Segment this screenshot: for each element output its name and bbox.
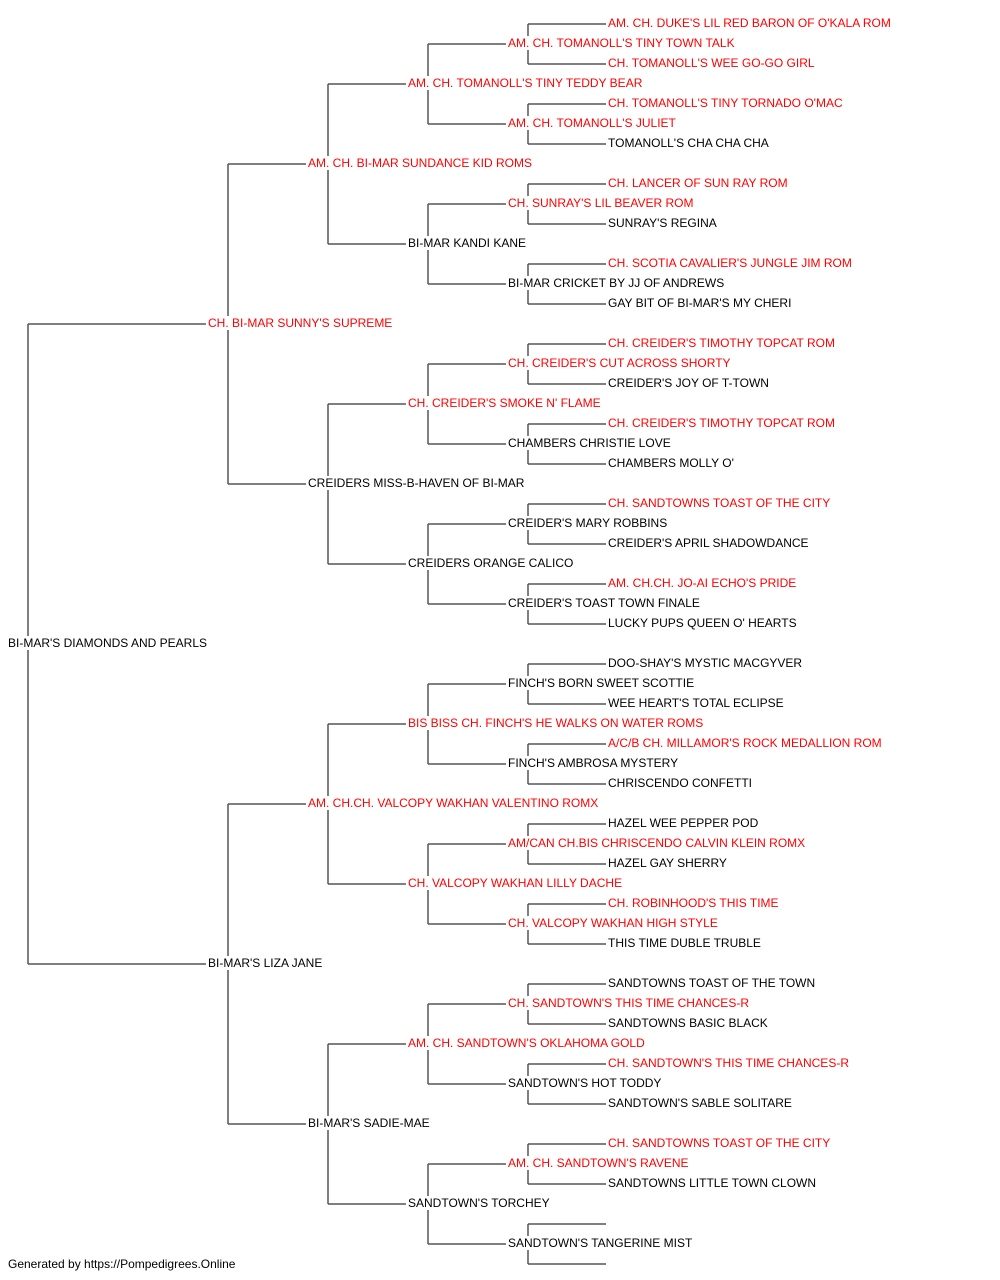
gen4-sire-name: AM. CH. SANDTOWN'S RAVENE <box>508 1156 689 1170</box>
gen4-sire-name: CH. SUNRAY'S LIL BEAVER ROM <box>508 196 694 210</box>
subject-dog-name: BI-MAR'S DIAMONDS AND PEARLS <box>8 636 207 650</box>
gen3-dam-name: CH. VALCOPY WAKHAN LILLY DACHE <box>408 876 623 890</box>
gen2-dam-name: BI-MAR'S SADIE-MAE <box>308 1116 430 1130</box>
gen5-sire-name: CH. ROBINHOOD'S THIS TIME <box>608 896 779 910</box>
gen5-sire-name: CH. LANCER OF SUN RAY ROM <box>608 176 788 190</box>
gen4-dam-name: CHAMBERS CHRISTIE LOVE <box>508 436 671 450</box>
gen5-dam-name: TOMANOLL'S CHA CHA CHA <box>608 136 769 150</box>
gen5-dam-name: SANDTOWNS LITTLE TOWN CLOWN <box>608 1176 817 1190</box>
gen4-sire-name: AM. CH. TOMANOLL'S TINY TOWN TALK <box>508 36 735 50</box>
gen5-dam-name: WEE HEART'S TOTAL ECLIPSE <box>608 696 784 710</box>
gen4-dam-name: FINCH'S AMBROSA MYSTERY <box>508 756 679 770</box>
generated-by-footer: Generated by https://Pompedigrees.Online <box>8 1257 236 1271</box>
gen5-dam-name: CREIDER'S JOY OF T-TOWN <box>608 376 769 390</box>
gen3-dam-name: SANDTOWN'S TORCHEY <box>408 1196 550 1210</box>
gen4-dam-name: SANDTOWN'S TANGERINE MIST <box>508 1236 693 1250</box>
gen4-sire-name: AM/CAN CH.BIS CHRISCENDO CALVIN KLEIN RO… <box>508 836 806 850</box>
gen5-sire-name: CH. SANDTOWN'S THIS TIME CHANCES-R <box>608 1056 849 1070</box>
gen5-dam-name: SANDTOWN'S SABLE SOLITARE <box>608 1096 792 1110</box>
gen3-sire-name: AM. CH. TOMANOLL'S TINY TEDDY BEAR <box>408 76 643 90</box>
gen5-dam-name: THIS TIME DUBLE TRUBLE <box>608 936 761 950</box>
gen4-dam-name: CH. VALCOPY WAKHAN HIGH STYLE <box>508 916 718 930</box>
gen3-sire-name: BIS BISS CH. FINCH'S HE WALKS ON WATER R… <box>408 716 704 730</box>
gen4-sire-name: CREIDER'S MARY ROBBINS <box>508 516 668 530</box>
gen5-dam-name: LUCKY PUPS QUEEN O' HEARTS <box>608 616 797 630</box>
gen5-sire-name: AM. CH.CH. JO-AI ECHO'S PRIDE <box>608 576 797 590</box>
gen5-sire-name: CH. TOMANOLL'S TINY TORNADO O'MAC <box>608 96 843 110</box>
gen5-dam-name: CREIDER'S APRIL SHADOWDANCE <box>608 536 809 550</box>
gen5-sire-name: HAZEL WEE PEPPER POD <box>608 816 759 830</box>
gen4-dam-name: CREIDER'S TOAST TOWN FINALE <box>508 596 700 610</box>
gen3-sire-name: AM. CH. SANDTOWN'S OKLAHOMA GOLD <box>408 1036 645 1050</box>
gen5-sire-name: CH. SCOTIA CAVALIER'S JUNGLE JIM ROM <box>608 256 852 270</box>
gen5-sire-name: SANDTOWNS TOAST OF THE TOWN <box>608 976 816 990</box>
gen5-dam-name: HAZEL GAY SHERRY <box>608 856 727 870</box>
gen5-sire-name: CH. CREIDER'S TIMOTHY TOPCAT ROM <box>608 416 835 430</box>
gen4-dam-name: SANDTOWN'S HOT TODDY <box>508 1076 662 1090</box>
gen4-sire-name: FINCH'S BORN SWEET SCOTTIE <box>508 676 695 690</box>
gen2-sire-name: AM. CH.CH. VALCOPY WAKHAN VALENTINO ROMX <box>308 796 599 810</box>
gen3-sire-name: CH. CREIDER'S SMOKE N' FLAME <box>408 396 601 410</box>
gen1-sire-name: CH. BI-MAR SUNNY'S SUPREME <box>208 316 393 330</box>
gen5-dam-name: SUNRAY'S REGINA <box>608 216 717 230</box>
gen5-dam-name: SANDTOWNS BASIC BLACK <box>608 1016 768 1030</box>
gen5-sire-name: AM. CH. DUKE'S LIL RED BARON OF O'KALA R… <box>608 16 891 30</box>
gen4-sire-name: CH. CREIDER'S CUT ACROSS SHORTY <box>508 356 731 370</box>
gen4-sire-name: CH. SANDTOWN'S THIS TIME CHANCES-R <box>508 996 749 1010</box>
gen5-dam-name: CHAMBERS MOLLY O' <box>608 456 734 470</box>
gen3-dam-name: CREIDERS ORANGE CALICO <box>408 556 574 570</box>
gen5-dam-name: GAY BIT OF BI-MAR'S MY CHERI <box>608 296 792 310</box>
gen5-sire-name: CH. SANDTOWNS TOAST OF THE CITY <box>608 496 831 510</box>
gen5-dam-name: CH. TOMANOLL'S WEE GO-GO GIRL <box>608 56 815 70</box>
gen2-sire-name: AM. CH. BI-MAR SUNDANCE KID ROMS <box>308 156 533 170</box>
gen5-sire-name: DOO-SHAY'S MYSTIC MACGYVER <box>608 656 803 670</box>
gen5-sire-name: A/C/B CH. MILLAMOR'S ROCK MEDALLION ROM <box>608 736 882 750</box>
gen5-sire-name: CH. CREIDER'S TIMOTHY TOPCAT ROM <box>608 336 835 350</box>
gen3-dam-name: BI-MAR KANDI KANE <box>408 236 527 250</box>
gen5-dam-name: CHRISCENDO CONFETTI <box>608 776 752 790</box>
gen5-sire-name: CH. SANDTOWNS TOAST OF THE CITY <box>608 1136 831 1150</box>
gen4-dam-name: BI-MAR CRICKET BY JJ OF ANDREWS <box>508 276 725 290</box>
gen4-dam-name: AM. CH. TOMANOLL'S JULIET <box>508 116 676 130</box>
gen2-dam-name: CREIDERS MISS-B-HAVEN OF BI-MAR <box>308 476 525 490</box>
gen1-dam-name: BI-MAR'S LIZA JANE <box>208 956 323 970</box>
